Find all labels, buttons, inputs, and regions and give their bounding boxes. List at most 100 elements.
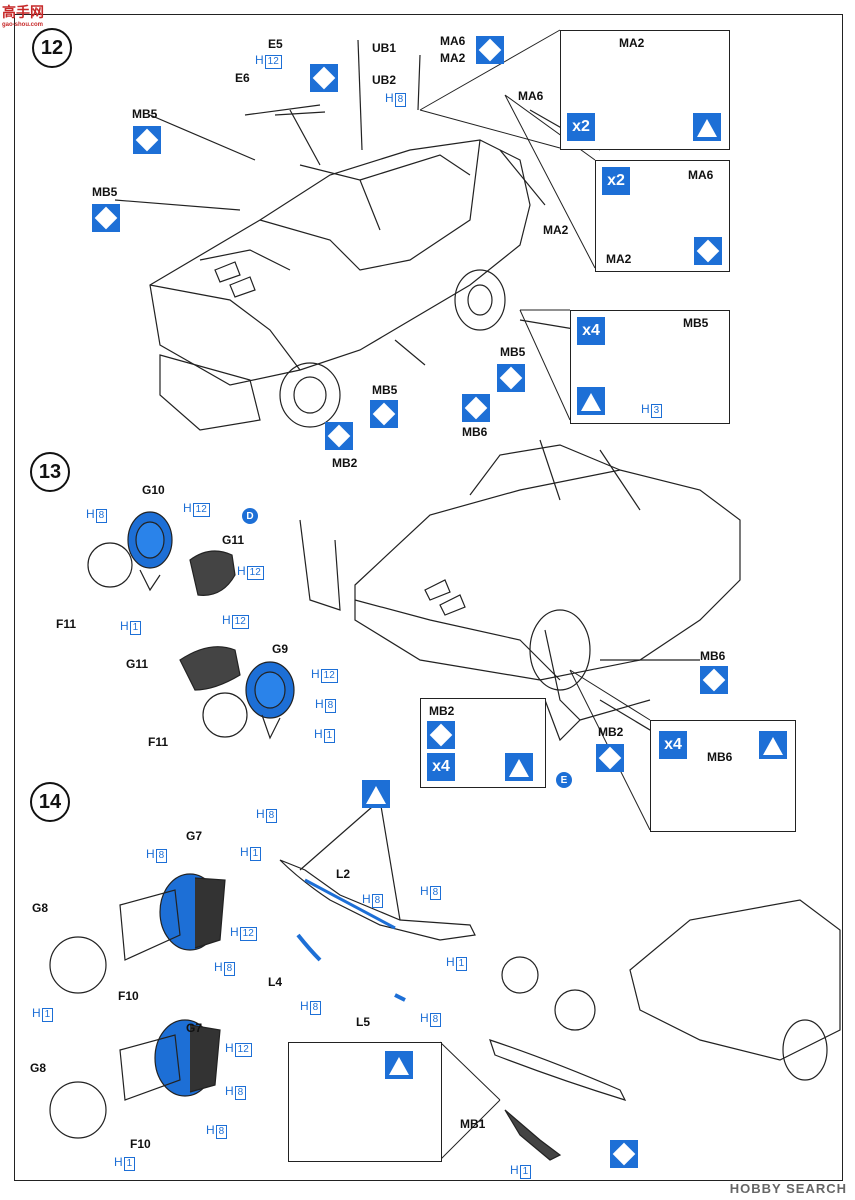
part-label-g11b: G11 [126, 657, 149, 671]
inset-label-mb2: MB2 [429, 704, 455, 718]
inset-mb1 [288, 1042, 442, 1162]
part-label-g8: G8 [32, 901, 49, 915]
glue-diamond-icon [694, 237, 722, 265]
part-label-ub1: UB1 [372, 41, 397, 55]
inset-label-ma2: MA2 [606, 252, 632, 266]
part-label-ma6-rear: MA6 [518, 89, 544, 103]
cement-icon [577, 387, 605, 415]
glue-diamond-icon [133, 126, 161, 154]
part-label-mb5-3: MB5 [500, 345, 526, 359]
glue-diamond-icon [370, 400, 398, 428]
multiplier-badge: x4 [577, 317, 605, 345]
inset-mb6: x4 MB6 [650, 720, 796, 832]
part-label-g7b: G7 [186, 1021, 203, 1035]
inset-mb2: MB2 x4 [420, 698, 546, 788]
part-label-ma2: MA2 [440, 51, 466, 65]
glue-diamond-icon [610, 1140, 638, 1168]
inset-ma6: x2 MA6 MA2 [595, 160, 730, 272]
cement-icon [385, 1051, 413, 1079]
inset-label-ma6: MA6 [688, 168, 714, 182]
part-label-g7: G7 [186, 829, 203, 843]
glue-diamond-icon [497, 364, 525, 392]
watermark-logo-bottom: HOBBY SEARCH [729, 1181, 847, 1196]
multiplier-badge: x2 [602, 167, 630, 195]
part-label-mb6-2: MB6 [700, 649, 726, 663]
multiplier-badge: x4 [659, 731, 687, 759]
drill-hole-icon [362, 780, 390, 808]
part-label-ub2: UB2 [372, 73, 397, 87]
inset-ma2: MA2 x2 [560, 30, 730, 150]
glue-diamond-icon [700, 666, 728, 694]
cement-icon [693, 113, 721, 141]
part-label-mb5-2: MB5 [92, 185, 118, 199]
part-label-l5: L5 [356, 1015, 371, 1029]
part-label-f10: F10 [118, 989, 139, 1003]
part-label-f11: F11 [56, 617, 77, 631]
part-label-mb2: MB2 [332, 456, 358, 470]
part-label-f10b: F10 [130, 1137, 151, 1151]
marker-e: E [556, 772, 572, 788]
page-frame [14, 14, 843, 1181]
glue-diamond-icon [427, 721, 455, 749]
glue-diamond-icon [476, 36, 504, 64]
step-12-badge: 12 [32, 28, 72, 68]
cement-icon [759, 731, 787, 759]
cement-icon [505, 753, 533, 781]
part-label-f11b: F11 [148, 735, 169, 749]
part-label-g11: G11 [222, 533, 245, 547]
glue-diamond-icon [325, 422, 353, 450]
step-14-badge: 14 [30, 782, 70, 822]
part-label-e5: E5 [268, 37, 283, 51]
glue-diamond-icon [596, 744, 624, 772]
glue-diamond-icon [92, 204, 120, 232]
part-label-mb2-2: MB2 [598, 725, 624, 739]
part-label-g9: G9 [272, 642, 289, 656]
multiplier-badge: x2 [567, 113, 595, 141]
part-label-l2: L2 [336, 867, 351, 881]
part-label-ma2-rear: MA2 [543, 223, 569, 237]
multiplier-badge: x4 [427, 753, 455, 781]
part-label-ma6: MA6 [440, 34, 466, 48]
part-label-l4: L4 [268, 975, 283, 989]
inset-label-mb6: MB6 [707, 750, 733, 764]
part-label-g8b: G8 [30, 1061, 47, 1075]
part-label-mb1: MB1 [460, 1117, 486, 1131]
part-label-mb6: MB6 [462, 425, 488, 439]
glue-diamond-icon [310, 64, 338, 92]
marker-d: D [242, 508, 258, 524]
part-label-e6: E6 [235, 71, 250, 85]
step-13-badge: 13 [30, 452, 70, 492]
glue-diamond-icon [462, 394, 490, 422]
inset-label-ma2: MA2 [619, 36, 645, 50]
